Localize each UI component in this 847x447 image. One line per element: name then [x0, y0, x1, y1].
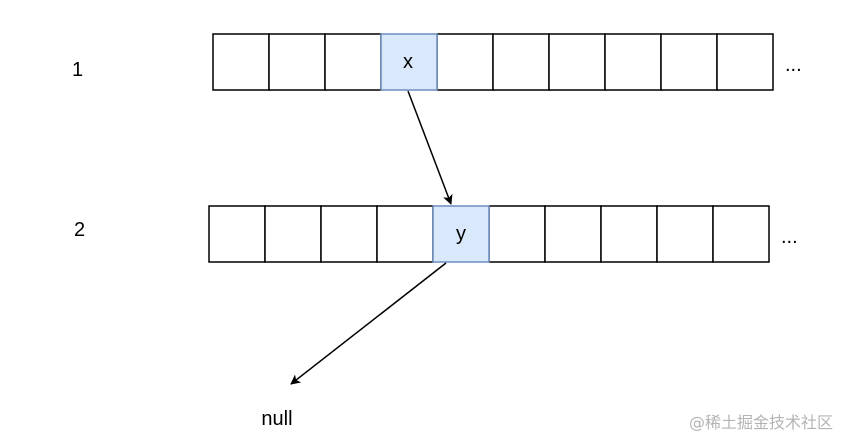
watermark: @稀土掘金技术社区 [689, 413, 833, 432]
row-2-cell-3 [320, 205, 378, 263]
row-2-cell-5 [432, 205, 490, 263]
row-1-cell-5 [436, 33, 494, 91]
row-1-cell-2 [268, 33, 326, 91]
row-2-cell-2 [264, 205, 322, 263]
row-1-cell-4 [380, 33, 438, 91]
cell-x-text: x [403, 51, 413, 73]
row-1-cell-3 [324, 33, 382, 91]
row-2-cell-1 [208, 205, 266, 263]
row-1-cell-10 [716, 33, 774, 91]
row-2-cell-10 [712, 205, 770, 263]
row-1-label: 1 [72, 59, 83, 81]
row-1-cell-1 [212, 33, 270, 91]
arrow-x-to-y [407, 90, 453, 205]
row-1-ellipsis: ... [785, 54, 802, 76]
row-1-cell-7 [548, 33, 606, 91]
row-2-cell-4 [376, 205, 434, 263]
row-1-cell-9 [660, 33, 718, 91]
row-2-cell-6 [488, 205, 546, 263]
row-2-cell-7 [544, 205, 602, 263]
row-2-ellipsis: ... [781, 226, 798, 248]
row-1-array [212, 33, 774, 91]
row-2-cell-8 [600, 205, 658, 263]
row-2-array [208, 205, 770, 263]
row-1-cell-6 [492, 33, 550, 91]
row-1-cell-8 [604, 33, 662, 91]
arrow-y-to-null [290, 262, 447, 385]
null-label: null [261, 408, 292, 430]
cell-y-text: y [456, 223, 466, 245]
row-2-cell-9 [656, 205, 714, 263]
row-2-label: 2 [74, 219, 85, 241]
